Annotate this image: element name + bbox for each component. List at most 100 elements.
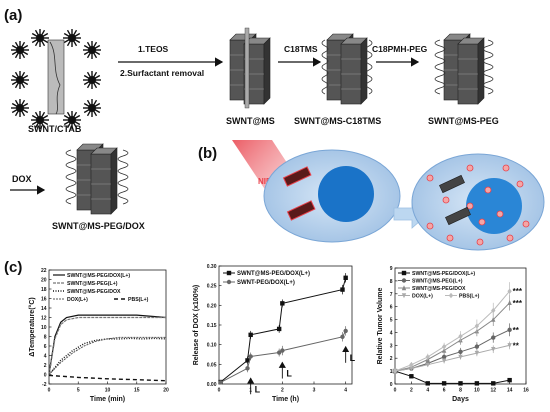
x-tick-label: 14 xyxy=(507,388,513,394)
legend-label: DOX(L+) xyxy=(67,297,88,303)
nucleus-left xyxy=(318,166,374,222)
y-tick-label: 9 xyxy=(390,266,393,272)
data-point xyxy=(425,381,430,386)
data-point xyxy=(245,358,250,363)
dox-dot xyxy=(522,220,530,228)
dox-dot xyxy=(484,186,492,194)
data-point xyxy=(458,381,463,386)
data-point xyxy=(226,270,232,276)
data-point xyxy=(409,366,414,372)
data-point xyxy=(343,275,348,280)
series-line xyxy=(394,370,510,384)
x-tick-label: 5 xyxy=(77,388,80,394)
micelle-icon xyxy=(63,111,81,129)
x-tick-label: 0 xyxy=(394,388,397,394)
x-tick-label: 3 xyxy=(313,388,316,394)
x-tick-label: 10 xyxy=(105,388,111,394)
series-line xyxy=(48,314,167,375)
x-tick-label: 6 xyxy=(443,388,446,394)
step1-line2: 2.Surfactant removal xyxy=(120,68,204,78)
legend-label: SWNT@MS-PEG(L+) xyxy=(67,281,118,287)
data-point xyxy=(226,279,232,285)
significance-marker: ** xyxy=(513,341,520,350)
data-point xyxy=(507,343,512,349)
dox-dot xyxy=(442,196,450,204)
data-point xyxy=(340,287,345,292)
data-point xyxy=(474,323,480,329)
nucleus-right xyxy=(466,178,522,234)
data-point xyxy=(218,380,223,385)
data-point xyxy=(441,343,447,350)
significance-marker: ** xyxy=(513,326,520,335)
series-line xyxy=(394,302,510,372)
series-line xyxy=(220,277,347,383)
data-point xyxy=(441,358,447,364)
y-tick-label: 0.25 xyxy=(207,284,217,290)
series-line xyxy=(48,336,166,375)
y-axis-label: Relative Tumor Volume xyxy=(377,288,384,365)
x-tick-label: 20 xyxy=(163,388,169,394)
data-point xyxy=(343,328,348,334)
swnt-ms-peg-icon xyxy=(434,33,494,105)
data-point xyxy=(280,348,285,353)
swnt-ctab-icon xyxy=(11,29,101,129)
step3-label: C18PMH-PEG xyxy=(372,44,428,54)
dox-dot xyxy=(476,238,484,246)
data-point xyxy=(425,354,430,360)
y-tick-label: 3 xyxy=(390,343,393,349)
data-point xyxy=(248,354,253,359)
data-point xyxy=(340,334,345,339)
dox-dot xyxy=(502,164,510,172)
data-point xyxy=(491,381,496,386)
legend: SWNT@MS-PEG/DOX(L+)SWNT@MS-PEG(L+)SWNT@M… xyxy=(53,273,149,303)
y-tick-label: 0 xyxy=(390,382,393,388)
x-tick-label: 2 xyxy=(281,388,284,394)
tube-in-cell-right xyxy=(439,174,471,226)
legend-label: PBS(L+) xyxy=(459,294,480,300)
x-axis-label: Time (min) xyxy=(90,396,125,403)
y-axis-label: ΔTemperature(°C) xyxy=(28,297,36,356)
micelle-icon xyxy=(11,71,29,89)
y-tick-label: 0 xyxy=(44,373,47,379)
y-tick-label: 12 xyxy=(41,316,47,322)
data-point xyxy=(507,377,512,383)
series-line xyxy=(48,337,167,375)
data-point xyxy=(441,354,447,360)
data-point xyxy=(280,301,285,306)
y-tick-label: 0.00 xyxy=(207,382,217,388)
light-on-label: L xyxy=(255,384,261,394)
series-line xyxy=(48,374,167,382)
dox-dot xyxy=(446,234,454,242)
y-tick-label: 0.15 xyxy=(207,323,217,329)
data-point xyxy=(491,316,496,322)
y-tick-label: 20 xyxy=(41,278,47,284)
data-point xyxy=(491,335,496,340)
data-point xyxy=(491,307,496,314)
y-tick-label: 8 xyxy=(44,335,47,341)
panel-label-a: (a) xyxy=(4,7,22,24)
data-point xyxy=(425,362,430,368)
y-tick-label: 5 xyxy=(390,318,393,324)
legend-label: SWNT@MS-PEG/DOX xyxy=(412,286,466,292)
legend-label: SWNT@MS-PEG/DOX(L+) xyxy=(237,271,310,277)
series-line xyxy=(48,316,166,375)
micelle-icon xyxy=(31,29,49,47)
dox-dot xyxy=(426,222,434,230)
nir-label: NIR xyxy=(258,177,272,186)
y-tick-label: 16 xyxy=(41,297,47,303)
x-tick-label: 0 xyxy=(218,388,221,394)
y-axis-label: Release of DOX (x100%) xyxy=(193,285,200,366)
dox-dot xyxy=(426,174,434,182)
x-tick-label: 4 xyxy=(426,388,429,394)
data-point xyxy=(248,332,253,338)
data-point xyxy=(401,278,407,283)
dox-dot xyxy=(478,218,486,226)
legend-label: SWNT-PEG/DOX(L+) xyxy=(237,280,295,286)
data-point xyxy=(409,361,414,368)
x-tick-label: 12 xyxy=(490,388,496,394)
plot-frame xyxy=(48,269,167,385)
